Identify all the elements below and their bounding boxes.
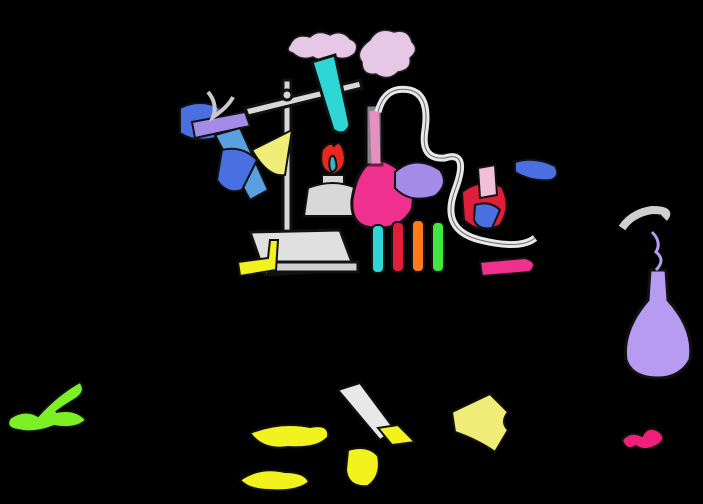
lying-pink-tube xyxy=(478,256,535,278)
floating-blue-glove xyxy=(514,158,559,182)
yellow-paper xyxy=(450,392,510,454)
cyan-test-tube xyxy=(310,53,352,135)
smoke-clouds xyxy=(287,29,417,79)
test-tube-rack xyxy=(371,219,445,274)
lime-spill xyxy=(7,380,88,433)
spilled-tube xyxy=(336,381,418,447)
yellow-funnel xyxy=(250,128,294,177)
yellow-spills xyxy=(238,424,380,492)
bunsen-burner xyxy=(302,142,362,217)
yellow-ruler xyxy=(236,239,280,278)
magenta-spill xyxy=(620,427,665,450)
lavender-swirl xyxy=(394,161,445,200)
purple-flask xyxy=(618,205,693,380)
left-glove-with-tube xyxy=(179,90,270,202)
right-red-glove xyxy=(460,163,508,230)
